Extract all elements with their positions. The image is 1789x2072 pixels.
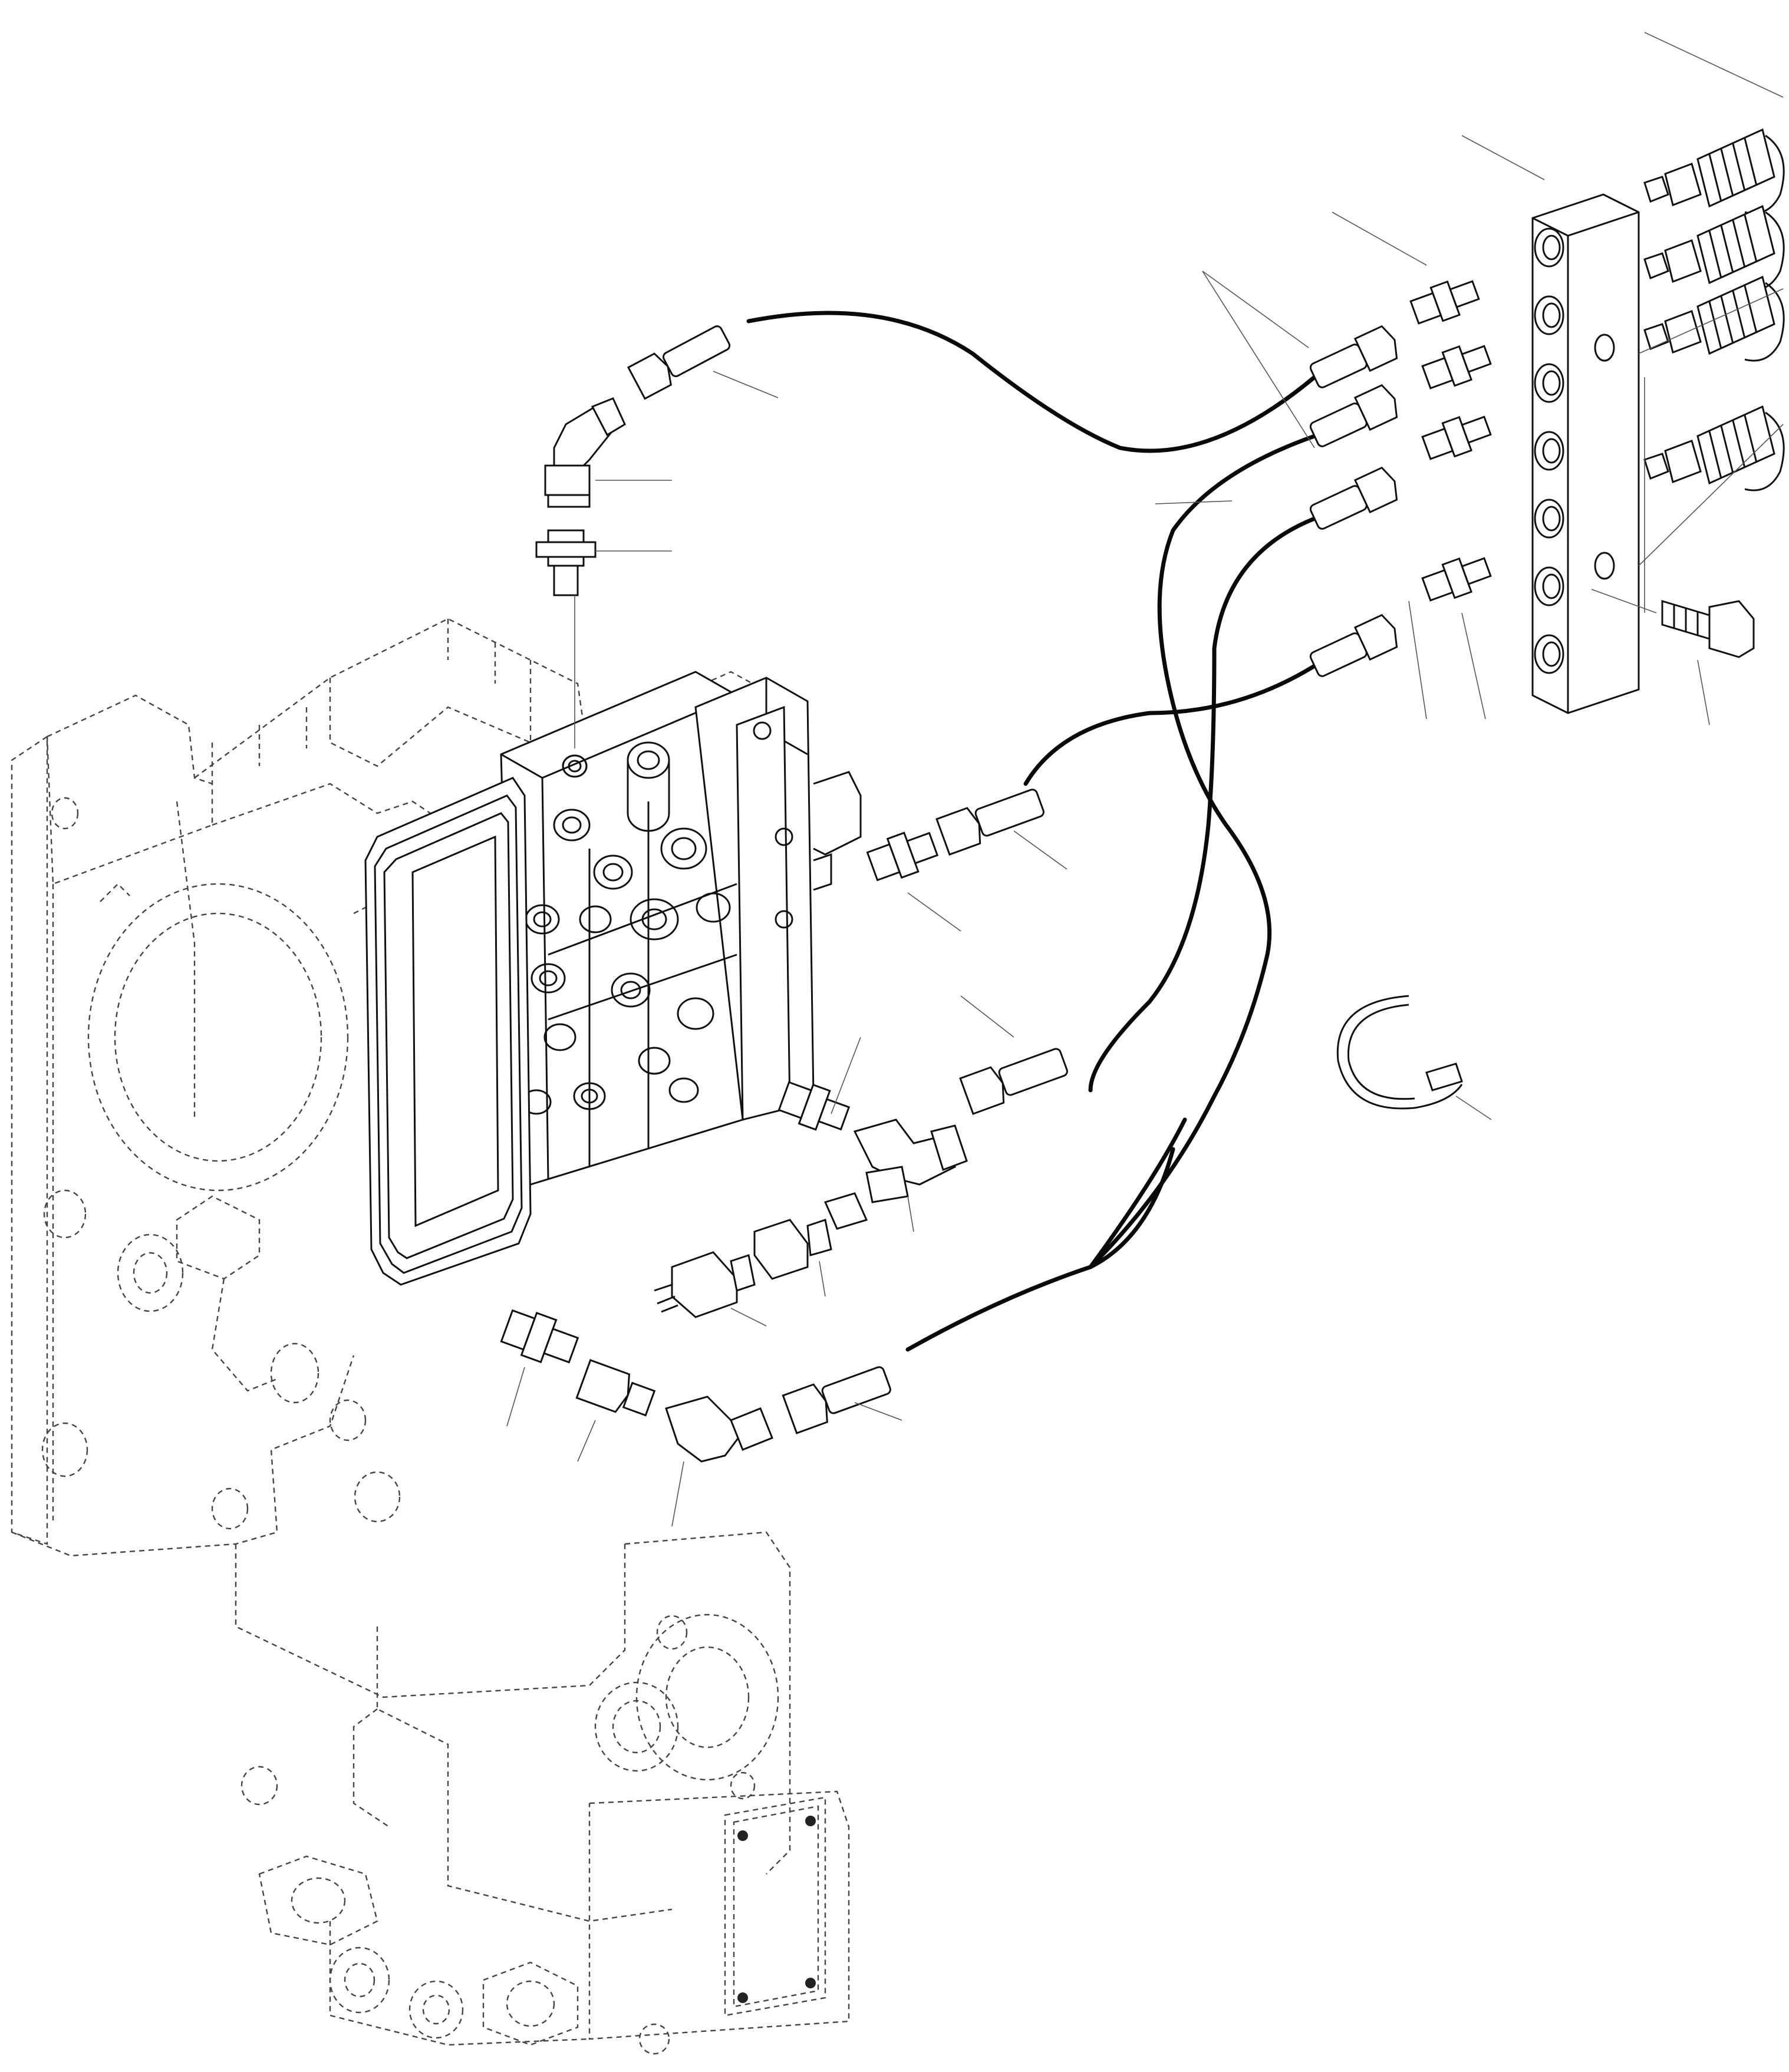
control-valve-block bbox=[500, 671, 862, 1186]
leader-lines bbox=[506, 32, 1784, 1527]
distribution-manifold bbox=[1531, 193, 1640, 714]
pressure-sensor bbox=[654, 1251, 756, 1318]
quick-couplers bbox=[1643, 128, 1785, 491]
hydraulic-hoses bbox=[746, 311, 1317, 1352]
hose-fittings-right bbox=[1309, 325, 1398, 677]
manifold-bolt bbox=[1661, 599, 1755, 658]
quick-coupler bbox=[1643, 128, 1785, 215]
manifold-adapters bbox=[1409, 280, 1492, 602]
adapters-and-elbows bbox=[500, 325, 1068, 1463]
hose-clip bbox=[1336, 995, 1463, 1110]
quick-coupler bbox=[1643, 275, 1785, 362]
valve-cover-gasket bbox=[364, 777, 532, 1286]
quick-coupler bbox=[1643, 405, 1785, 491]
transmission-housing bbox=[11, 618, 850, 2055]
